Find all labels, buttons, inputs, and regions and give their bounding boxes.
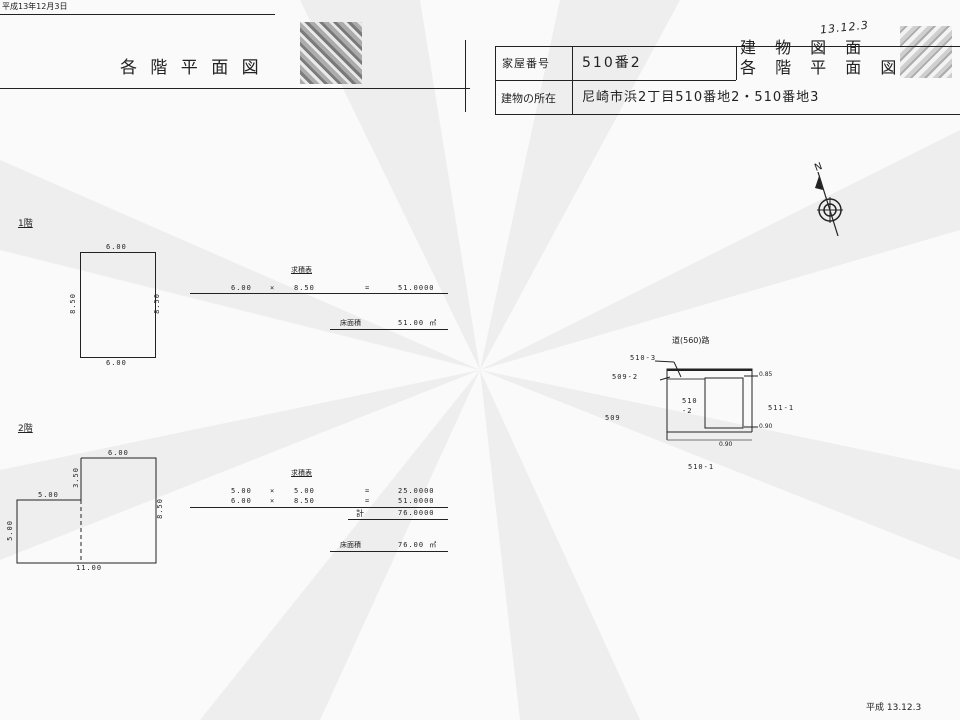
floor1-dim-top: 6.00 [106,243,127,251]
floor1-calc-result: 51.0000 [398,284,435,292]
lot-510-1: 510-1 [688,463,715,471]
site-dim-090-right: 0.90 [759,423,773,430]
floor2-dim-top-left: 5.00 [38,491,59,499]
site-dim-085: 0.85 [759,371,773,378]
floor2-row1-b: 5.00 [294,487,315,495]
floor2-row1-result: 25.0000 [398,487,435,495]
site-dim-090-bottom: 0.90 [719,441,733,448]
site-road-label: 道(560)路 [672,336,710,345]
page-title: 各 階 平 面 図 [120,58,263,78]
lot-510-2-a: 510 [682,397,698,405]
floor2-label: 2階 [18,424,33,434]
floor1-calc-title: 求積表 [291,266,312,274]
floor2-row2-eq: = [365,497,371,505]
redacted-stamp-left [300,22,362,84]
floor2-total-label: 計 [356,509,364,518]
floor1-calc-op: × [270,284,276,292]
floor1-area-label: 床面積 [340,319,361,327]
lot-509: 509 [605,414,621,422]
floor2-calc-title: 求積表 [291,469,312,477]
house-number-label: 家屋番号 [502,57,550,70]
floor2-area-label: 床面積 [340,541,361,549]
floor2-total-value: 76.0000 [398,509,435,517]
floor1-dim-bottom: 6.00 [106,359,127,367]
floor2-row1-op: × [270,487,276,495]
house-number-value: 510番2 [582,55,642,71]
floor1-area-value: 51.00 ㎡ [398,319,438,327]
floor1-calc-a: 6.00 [231,284,252,292]
lot-510-3: 510-3 [630,354,657,362]
header-table: 家屋番号 510番2 建物の所在 尼崎市浜2丁目510番地2・510番地3 [495,46,960,115]
title-floor-plan: 各 階 平 面 図 [740,58,904,77]
lot-509-2: 509-2 [612,373,639,381]
lot-510-2-b: -2 [682,407,693,415]
floor1-plan [80,252,156,358]
floor2-row1-a: 5.00 [231,487,252,495]
floor2-dim-top-right: 6.00 [108,449,129,457]
floor2-row2-result: 51.0000 [398,497,435,505]
floor2-row2-b: 8.50 [294,497,315,505]
floor2-dim-bottom: 11.00 [76,564,103,572]
lot-511-1: 511-1 [768,404,795,412]
date-stamp-bottom: 平成 13.12.3 [866,703,922,713]
date-stamp-top: 平成13年12月3日 [2,2,68,11]
floor1-calc-b: 8.50 [294,284,315,292]
location-label: 建物の所在 [501,92,556,105]
floor2-area-value: 76.00 ㎡ [398,541,438,549]
title-building-drawing: 建 物 図 面 [740,38,869,57]
redacted-stamp-right [900,26,952,78]
floor2-row2-a: 6.00 [231,497,252,505]
floor2-row2-op: × [270,497,276,505]
floor1-label: 1階 [18,219,33,229]
floor1-calc-eq: = [365,284,371,292]
location-value: 尼崎市浜2丁目510番地2・510番地3 [582,90,820,105]
floor2-row1-eq: = [365,487,371,495]
